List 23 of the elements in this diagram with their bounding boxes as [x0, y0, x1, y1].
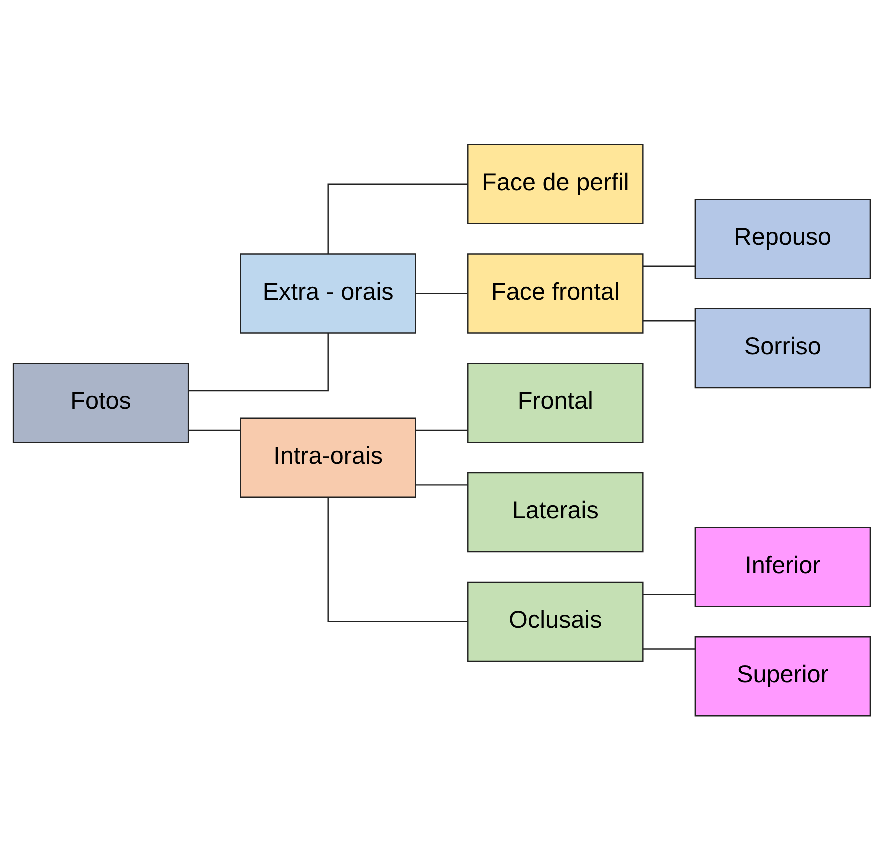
connector: [643, 265, 696, 267]
connector: [416, 484, 468, 486]
connector: [416, 429, 468, 431]
connector: [188, 332, 329, 392]
node-box: Superior: [694, 636, 872, 716]
node-box: Intra-orais: [240, 417, 416, 498]
node-box: Inferior: [694, 526, 872, 607]
connector: [328, 183, 468, 254]
node-box: Face frontal: [468, 253, 644, 334]
node-box: Extra - orais: [240, 253, 416, 334]
node-box: Frontal: [468, 362, 644, 443]
connector: [416, 292, 468, 294]
connector: [328, 497, 468, 622]
node-box: Sorriso: [694, 308, 872, 388]
connector: [188, 429, 240, 431]
node-box: Repouso: [694, 198, 872, 279]
node-box: Laterais: [468, 472, 644, 552]
node-box: Face de perfil: [468, 144, 644, 224]
connector: [643, 648, 696, 650]
node-box: Oclusais: [468, 581, 644, 662]
connector: [643, 593, 696, 595]
node-box: Fotos: [12, 362, 190, 443]
connector: [643, 320, 696, 322]
